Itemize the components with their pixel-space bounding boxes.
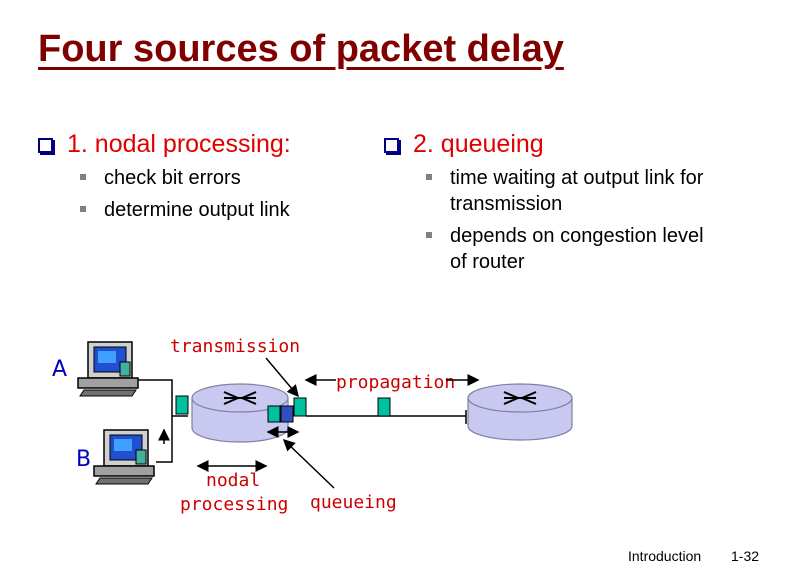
propagating-packet [377, 397, 391, 417]
list-item: depends on congestion level of router [426, 223, 716, 275]
processing-label: processing [180, 494, 288, 515]
list-item: determine output link [80, 197, 368, 223]
checkbox-bullet-icon [38, 138, 53, 153]
queueing-label: queueing [310, 492, 397, 513]
transmission-pointer [265, 357, 299, 398]
queueing-section: 2. queueing time waiting at output link … [384, 130, 744, 281]
footer-section: Introduction [628, 548, 702, 564]
footer-page-number: 1-32 [731, 548, 760, 564]
list-item: time waiting at output link for transmis… [426, 165, 716, 217]
host-a-link [138, 379, 188, 417]
queueing-list: time waiting at output link for transmis… [384, 165, 716, 275]
host-b-link [156, 416, 173, 463]
packet-delay-diagram: A B transmission propagation nodal proce… [52, 336, 573, 515]
queued-packet [267, 405, 281, 423]
queueing-heading-text: 2. queueing [413, 130, 544, 158]
transmitting-packet [293, 397, 307, 417]
nodal-processing-section: 1. nodal processing: check bit errors de… [38, 130, 368, 229]
host-a-label: A [52, 357, 67, 382]
queued-packet [280, 405, 294, 423]
checkbox-bullet-icon [384, 138, 399, 153]
nodal-processing-heading: 1. nodal processing: [38, 130, 368, 159]
nodal-processing-list: check bit errors determine output link [38, 165, 368, 223]
slide-title: Four sources of packet delay [38, 28, 564, 70]
nodal-label: nodal [206, 470, 260, 491]
propagation-label: propagation [336, 372, 455, 393]
incoming-packet [175, 395, 189, 415]
router-2-icon [467, 383, 573, 441]
host-b-computer-icon [93, 429, 155, 485]
host-b-label: B [76, 447, 91, 472]
list-item: check bit errors [80, 165, 368, 191]
queueing-pointer [282, 438, 335, 489]
queueing-heading: 2. queueing [384, 130, 744, 159]
router-1-icon [191, 383, 289, 443]
transmission-label: transmission [170, 336, 300, 357]
nodal-processing-heading-text: 1. nodal processing: [67, 130, 291, 158]
host-a-computer-icon [77, 341, 139, 397]
